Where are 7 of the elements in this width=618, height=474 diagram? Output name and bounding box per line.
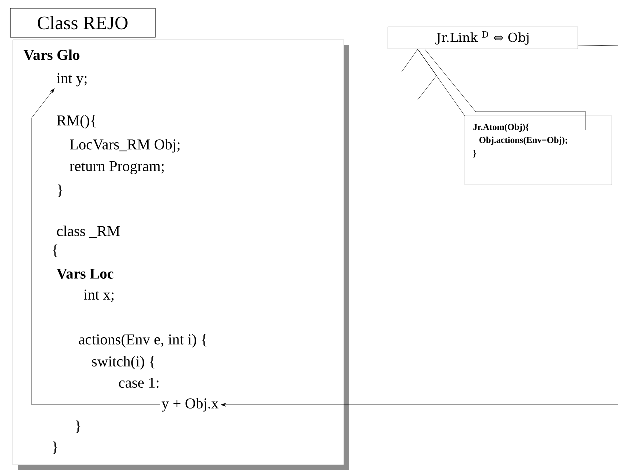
atom-box: Jr.Atom(Obj){ Obj.actions(Env=Obj); }	[465, 116, 612, 186]
title-tab: Class REJO	[10, 8, 156, 38]
connector-line	[424, 49, 586, 130]
connector-line	[402, 49, 418, 72]
connector-line	[418, 49, 437, 100]
link-box: Jr.Link $^{D}$ ⇔ Obj	[388, 27, 578, 50]
connector-line	[578, 45, 618, 46]
